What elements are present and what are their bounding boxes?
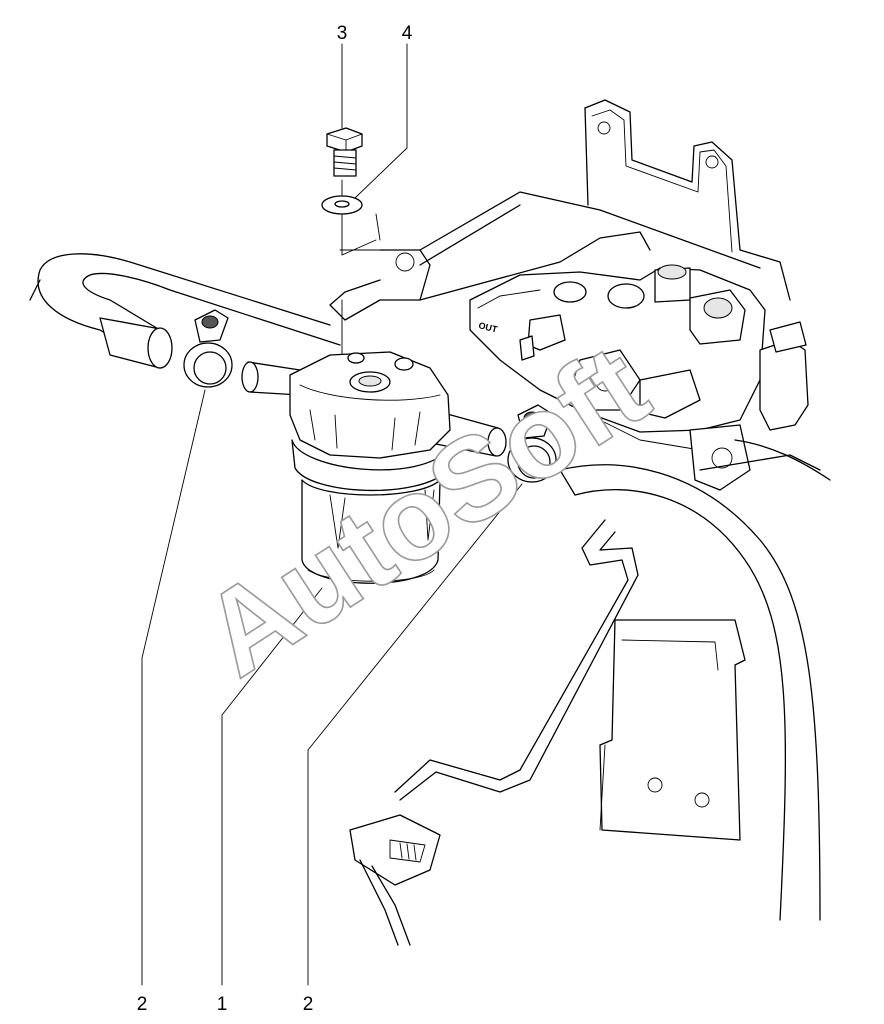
- callout-2-left-label: 2: [137, 994, 148, 1015]
- bolt[interactable]: [326, 127, 363, 177]
- fuel-filter[interactable]: [241, 351, 507, 584]
- callout-4-label: 4: [402, 23, 413, 44]
- leader-lines: [141, 43, 523, 986]
- fuel-tubes: [349, 439, 831, 946]
- mounting-bracket: [329, 99, 791, 321]
- callout-1-label: 1: [217, 994, 228, 1015]
- inlet-hose: [29, 253, 341, 369]
- valve-block: OUT: [469, 264, 809, 491]
- port-out-stamp: OUT: [478, 320, 499, 334]
- callout-3-label: 3: [337, 23, 348, 44]
- washer[interactable]: [321, 195, 363, 215]
- hose-clamp-left[interactable]: [183, 309, 233, 388]
- hose-clamp-right[interactable]: [507, 404, 557, 483]
- callout-2-right-label: 2: [303, 994, 314, 1015]
